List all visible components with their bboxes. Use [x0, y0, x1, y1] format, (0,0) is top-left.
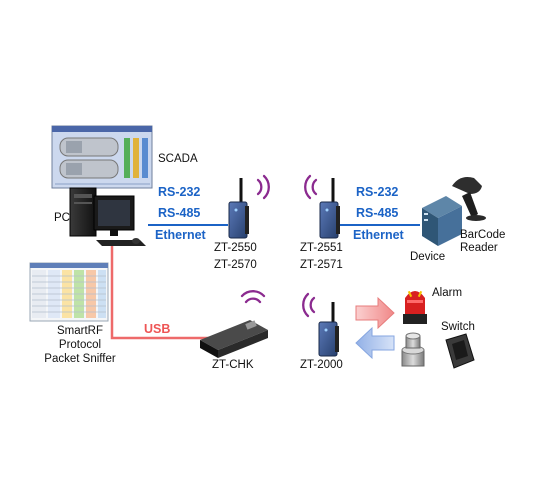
protocol-rs485-left: RS-485 — [158, 206, 201, 220]
alarm-light — [403, 290, 427, 324]
sniffer-label-line3: Packet Sniffer — [44, 353, 116, 365]
zt-2551-module — [319, 178, 340, 239]
alarm-label: Alarm — [432, 287, 463, 299]
device-label: Device — [410, 251, 446, 263]
zt-2570-label: ZT-2570 — [214, 259, 257, 271]
zt-chk-dongle — [200, 320, 268, 358]
output-arrow — [355, 296, 395, 330]
zt-2000-label: ZT-2000 — [300, 359, 343, 371]
sniffer-table-screenshot — [29, 262, 109, 322]
wireless-icon-ztchk — [240, 290, 266, 304]
usb-label: USB — [144, 322, 171, 336]
protocol-ethernet-right: Ethernet — [353, 228, 404, 242]
zt-2550-label: ZT-2550 — [214, 242, 257, 254]
protocol-ethernet-left: Ethernet — [155, 228, 206, 242]
limit-switch-sensor — [401, 332, 425, 367]
wall-switch — [445, 333, 475, 369]
zt-chk-label: ZT-CHK — [212, 359, 254, 371]
zt-2571-label: ZT-2571 — [300, 259, 343, 271]
zt-2551-label: ZT-2551 — [300, 242, 343, 254]
zt-2000-module — [318, 302, 339, 357]
input-arrow — [355, 326, 395, 360]
usb-cable-line — [110, 245, 210, 340]
protocol-rs485-right: RS-485 — [356, 206, 399, 220]
barcode-label-line1: BarCode — [460, 229, 506, 241]
wireless-icon-zt2550 — [256, 174, 270, 200]
pc-computer — [69, 187, 146, 246]
sniffer-label-line1: SmartRF — [57, 325, 103, 337]
zt-2550-module — [228, 178, 249, 239]
protocol-rs232-right: RS-232 — [356, 185, 399, 199]
barcode-label-line2: Reader — [460, 242, 498, 254]
scada-screen — [51, 125, 153, 189]
io-device — [422, 196, 462, 246]
protocol-rs232-left: RS-232 — [158, 185, 201, 199]
wireless-icon-zt2551 — [304, 174, 318, 200]
wireless-icon-zt2000 — [302, 292, 316, 318]
scada-label: SCADA — [158, 153, 198, 165]
pc-label: PC — [54, 212, 70, 224]
sniffer-label-line2: Protocol — [58, 339, 102, 351]
switch-label: Switch — [441, 321, 475, 333]
barcode-reader — [452, 177, 486, 221]
